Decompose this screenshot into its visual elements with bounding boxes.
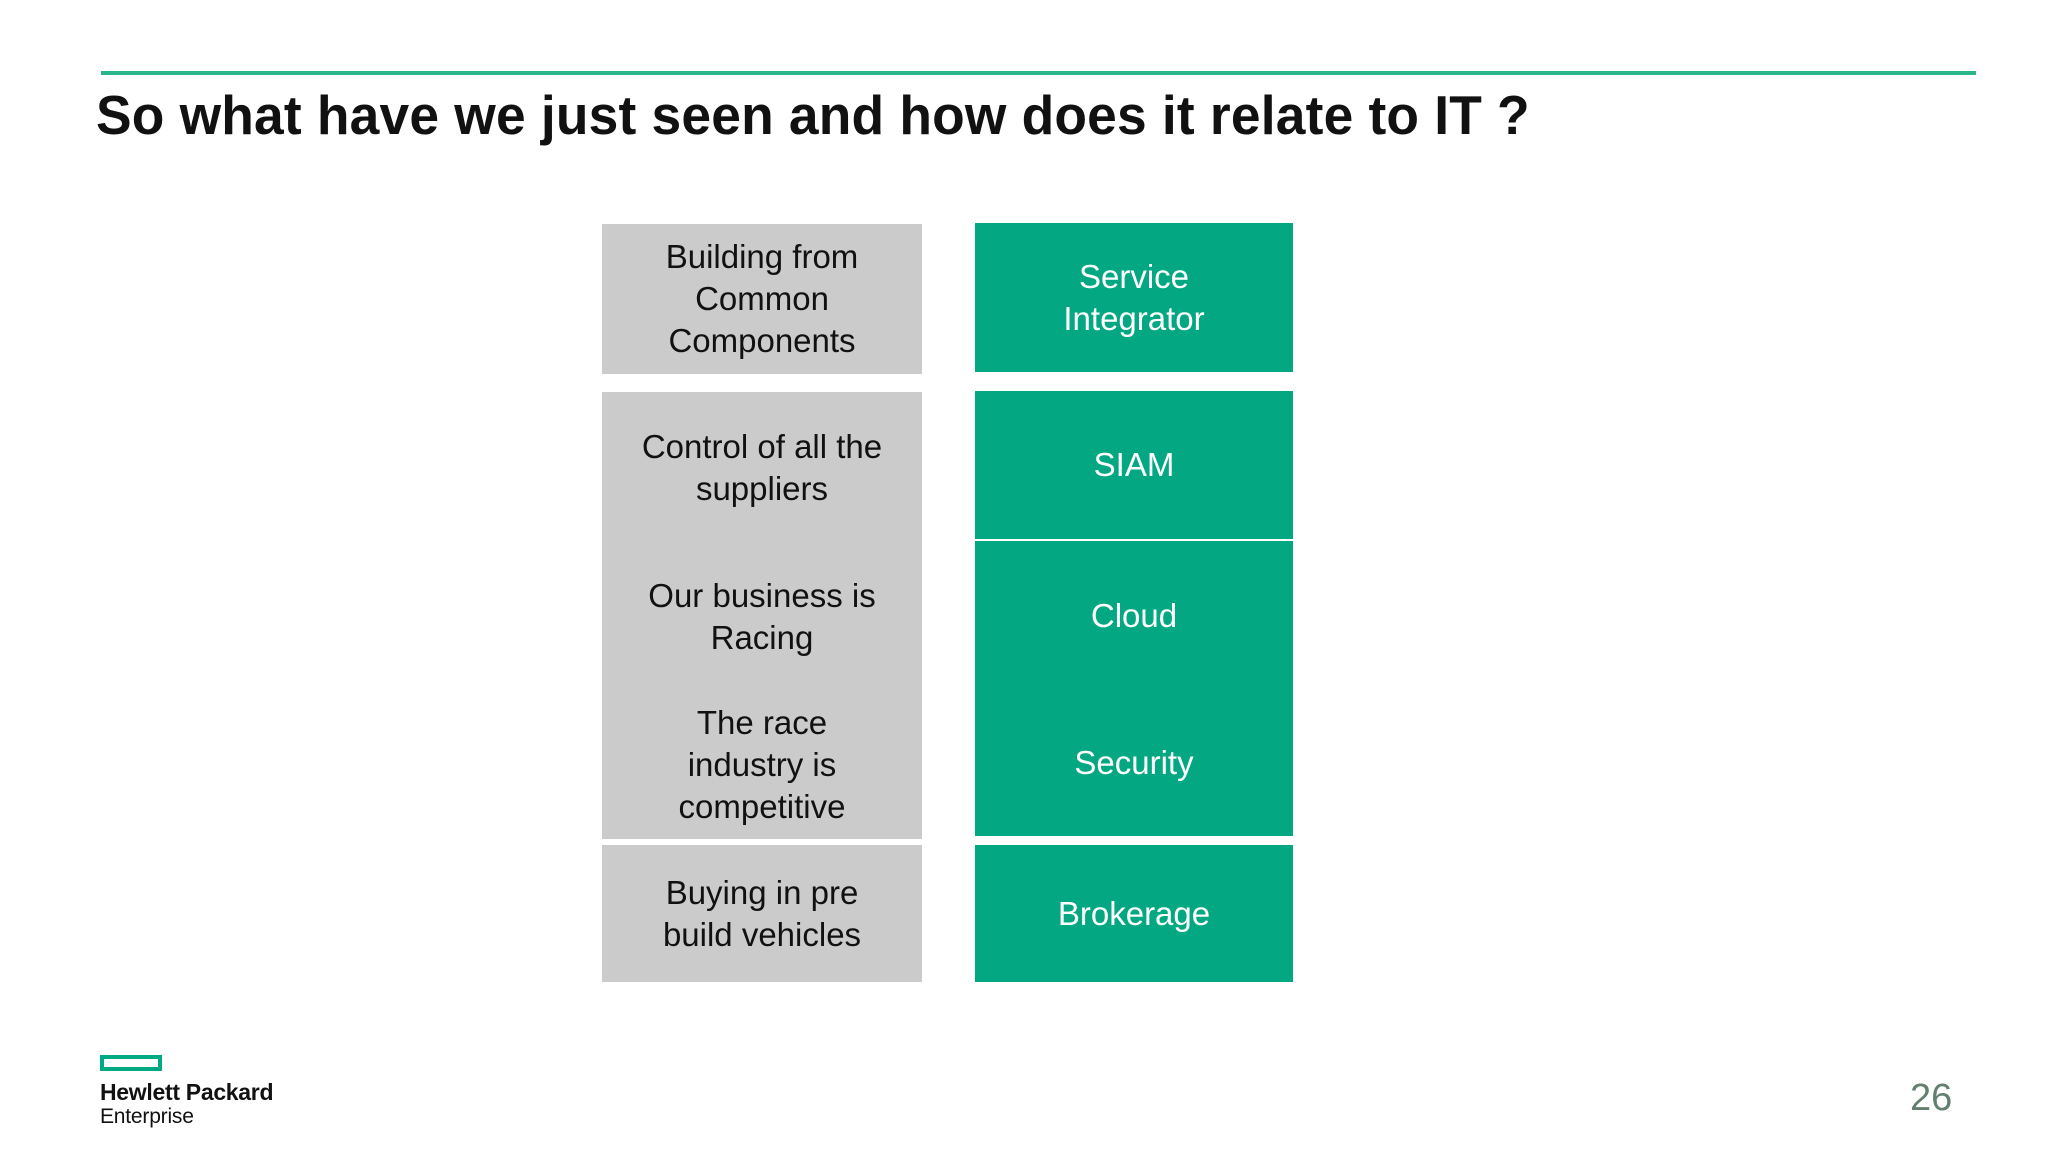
concept-label: Control of all the suppliers	[641, 427, 883, 507]
mapping-row: The race industry is competitive Securit…	[602, 675, 1302, 839]
mapping-row: Control of all the suppliers SIAM	[602, 373, 1302, 543]
logo-wordmark-line1: Hewlett Packard	[100, 1079, 274, 1105]
hpe-logo: Hewlett Packard Enterprise	[100, 1055, 280, 1129]
concept-box: Buying in pre build vehicles	[602, 845, 922, 982]
mapping-row: Our business is Racing Cloud	[602, 524, 1302, 691]
page-title: So what have we just seen and how does i…	[96, 84, 1530, 146]
mapping-row: Building from Common Components Service …	[602, 222, 1302, 374]
concept-box: The race industry is competitive	[602, 691, 922, 839]
hpe-rectangle-mark-icon	[100, 1055, 162, 1071]
title-accent-rule	[101, 71, 1976, 75]
concept-box: Our business is Racing	[602, 542, 922, 691]
concept-label: Building from Common Components	[665, 238, 859, 359]
it-term-box: Service Integrator	[975, 223, 1293, 372]
concept-box: Control of all the suppliers	[602, 392, 922, 543]
it-term-label: SIAM	[1093, 446, 1175, 483]
it-term-box: Cloud	[975, 541, 1293, 691]
concept-label: Our business is Racing	[648, 576, 876, 656]
concept-box: Building from Common Components	[602, 224, 922, 374]
it-term-label: Security	[1074, 743, 1194, 781]
it-term-label: Service Integrator	[1063, 257, 1205, 337]
concept-label: Buying in pre build vehicles	[662, 873, 862, 953]
concept-mapping-grid: Building from Common Components Service …	[602, 222, 1302, 982]
page-number: 26	[1910, 1077, 1953, 1119]
mapping-row: Buying in pre build vehicles Brokerage	[602, 823, 1302, 982]
it-term-label: Brokerage	[1057, 894, 1211, 932]
it-term-box: Security	[975, 689, 1293, 836]
logo-wordmark-line2: Enterprise	[100, 1105, 194, 1128]
it-term-box: Brokerage	[975, 845, 1293, 982]
concept-label: The race industry is competitive	[678, 704, 846, 825]
it-term-box: SIAM	[975, 391, 1293, 539]
it-term-label: Cloud	[1090, 597, 1178, 634]
